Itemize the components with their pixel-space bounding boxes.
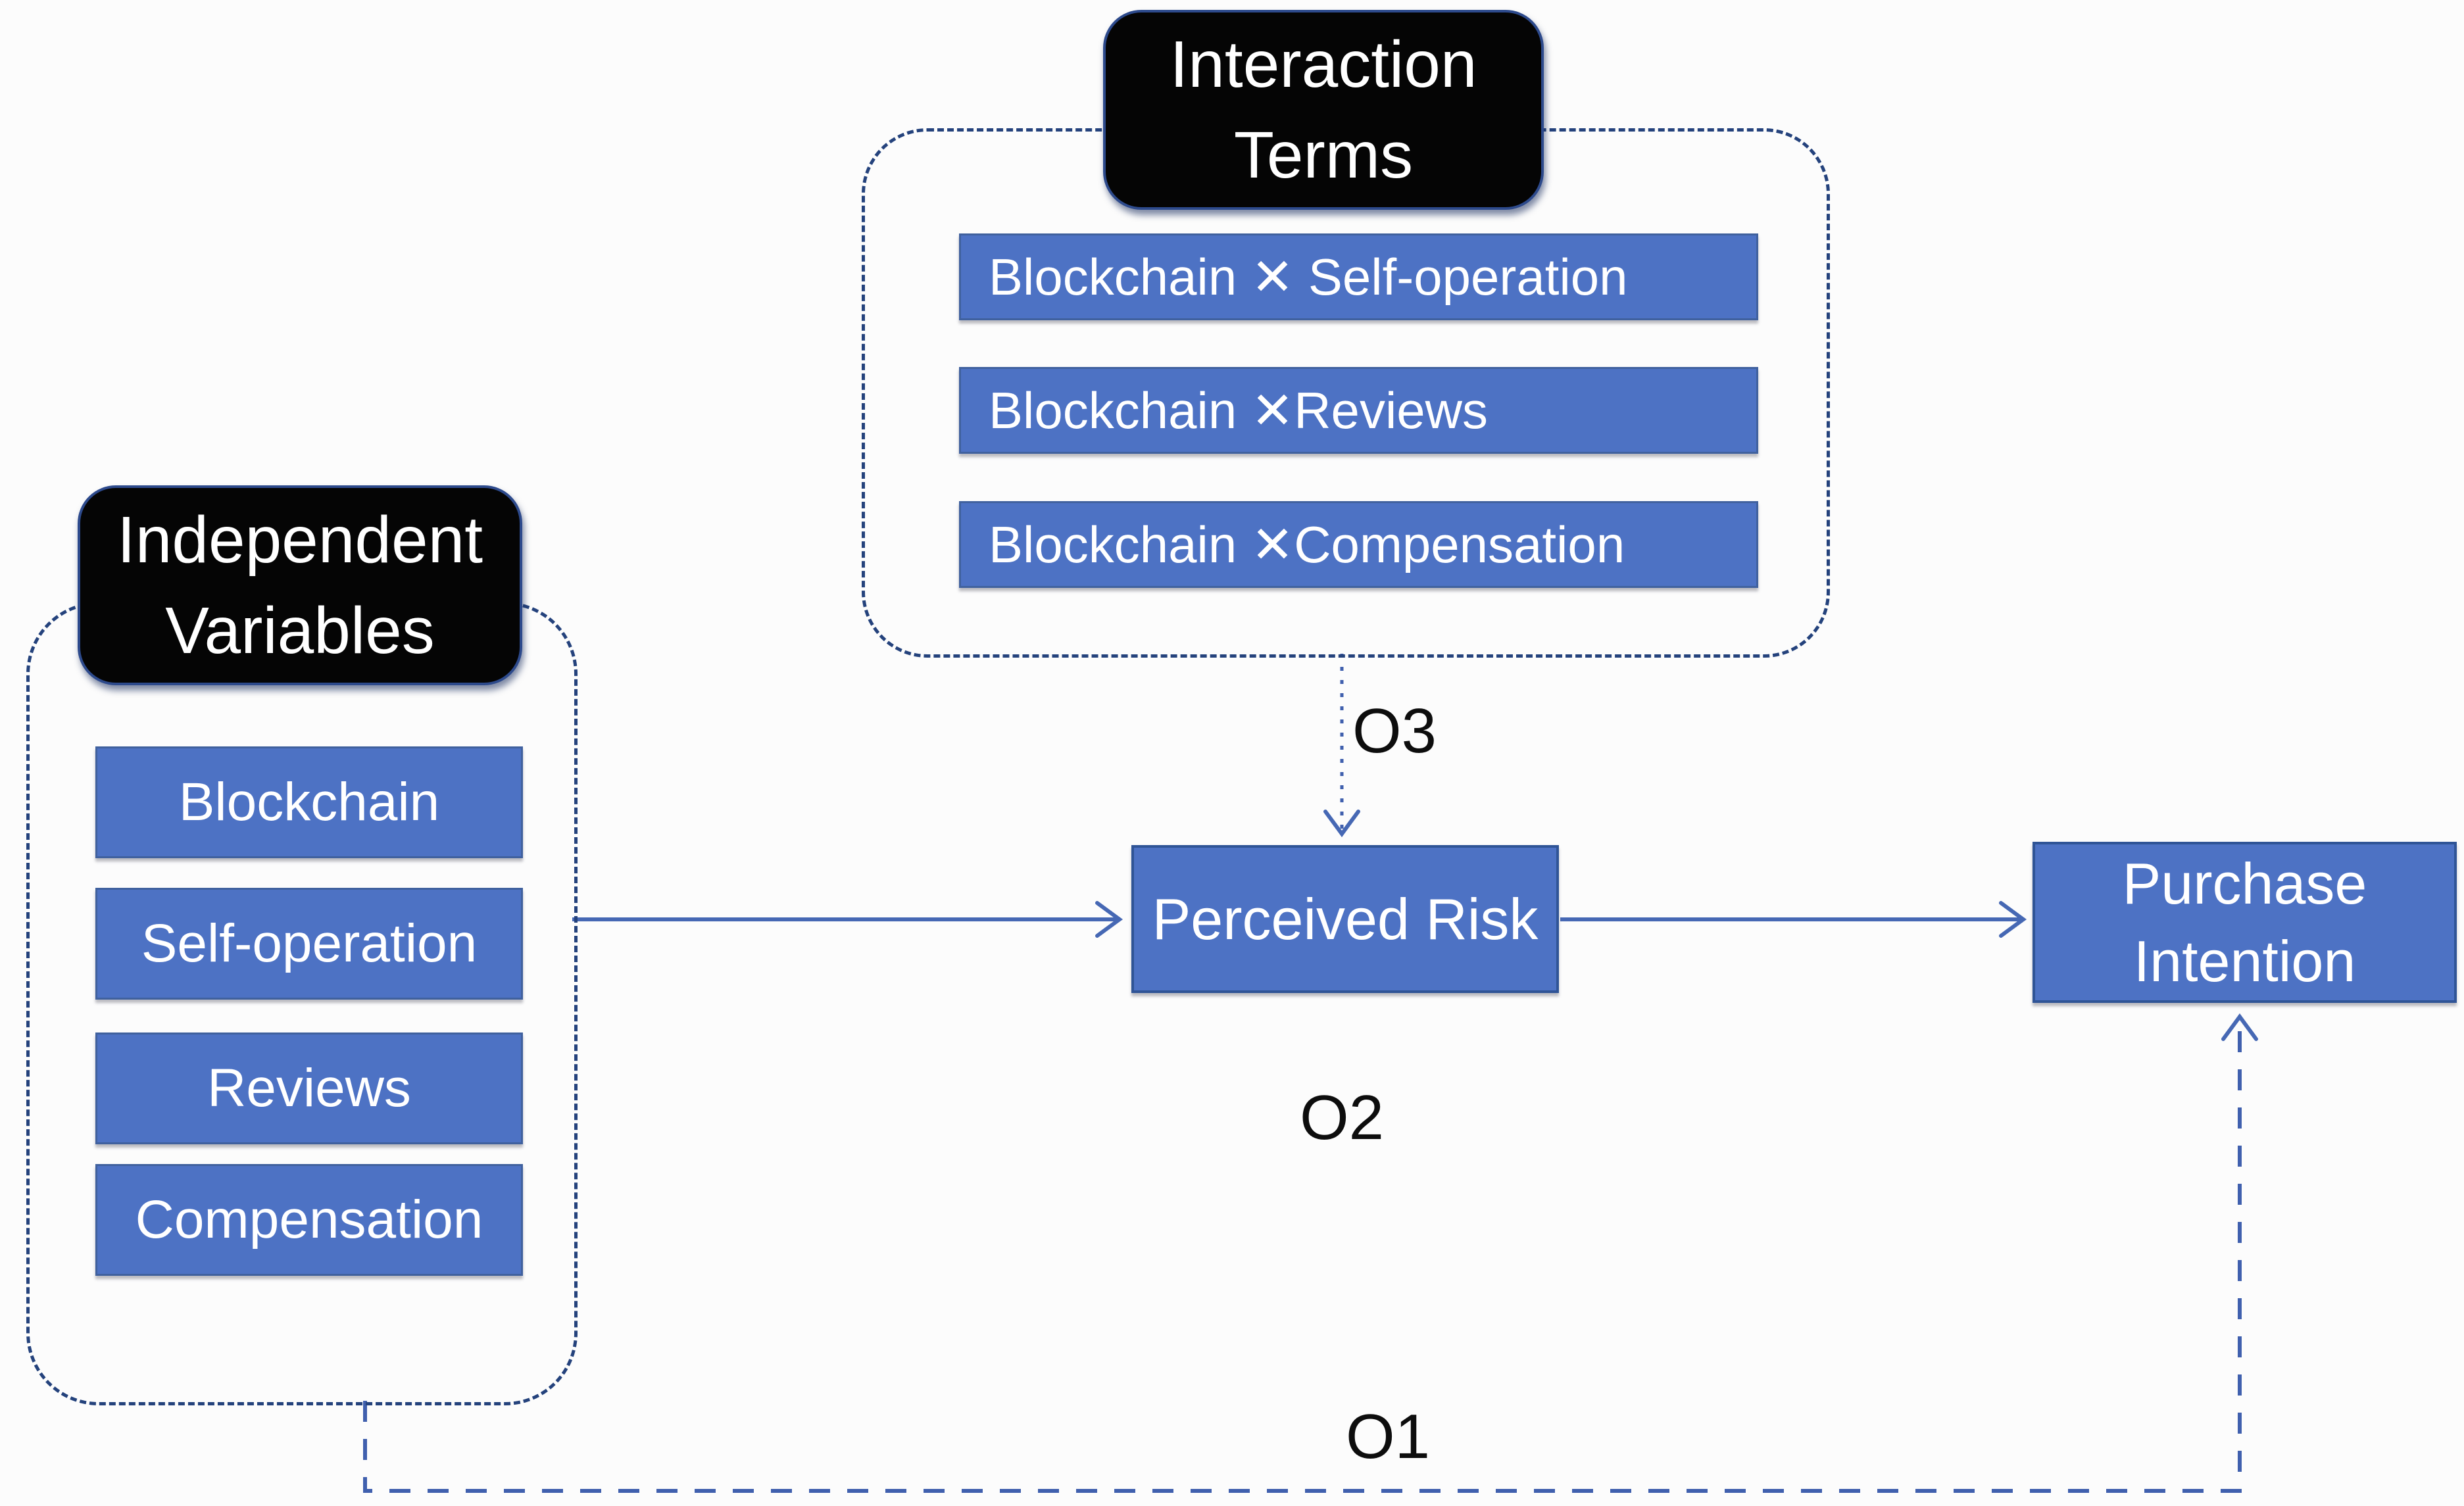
path-label-o3: O3 [1352, 696, 1437, 766]
independent-item-compensation: Compensation [95, 1164, 523, 1276]
interaction-item-blockchain-reviews: Blockchain ✕Reviews [959, 367, 1758, 454]
independent-variables-title: Independent Variables [78, 485, 522, 685]
independent-variables-group [26, 602, 578, 1405]
purchase-intention-node: Purchase Intention [2033, 842, 2457, 1003]
interaction-terms-title: Interaction Terms [1103, 10, 1544, 210]
perceived-risk-node: Perceived Risk [1131, 845, 1559, 993]
independent-item-self-operation: Self-operation [95, 888, 523, 1000]
path-label-o2: O2 [1299, 1082, 1385, 1153]
independent-item-reviews: Reviews [95, 1032, 523, 1144]
path-label-o1: O1 [1345, 1401, 1431, 1472]
interaction-item-blockchain-compensation: Blockchain ✕Compensation [959, 501, 1758, 588]
independent-item-blockchain: Blockchain [95, 746, 523, 858]
interaction-item-blockchain-self-operation: Blockchain ✕ Self-operation [959, 233, 1758, 320]
